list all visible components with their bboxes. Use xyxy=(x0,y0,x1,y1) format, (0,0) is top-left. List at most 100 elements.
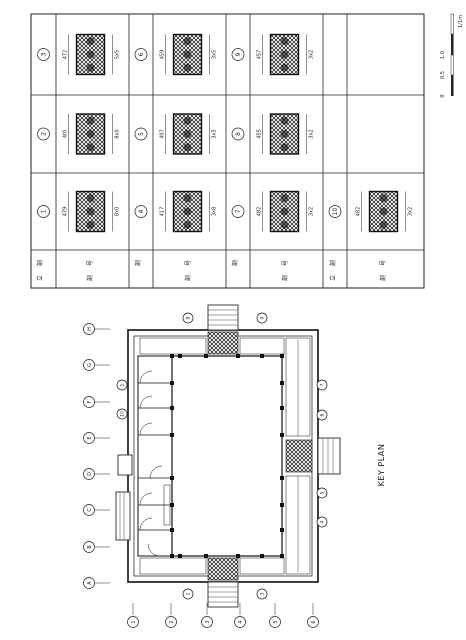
elevation-panel: 2 8x0 4t0 xyxy=(37,113,121,155)
grid-bubble xyxy=(269,616,281,628)
grid-label: B xyxy=(87,545,93,549)
carving-motif xyxy=(379,194,388,203)
column xyxy=(170,528,174,532)
svg-text:号: 号 xyxy=(380,260,387,266)
panel-number-bubble xyxy=(134,127,148,141)
header-label-a: 剖 xyxy=(36,260,44,266)
column xyxy=(170,381,174,385)
dimension-width: 3x2 xyxy=(309,207,315,216)
dimension-height: 4t0 xyxy=(63,130,69,138)
grid-label: 2 xyxy=(169,620,175,623)
plan-tag-bubble xyxy=(116,379,128,391)
carving-motif xyxy=(183,63,192,72)
column xyxy=(170,433,174,437)
header-label-c: 立 xyxy=(36,275,44,281)
carving-motif xyxy=(280,50,289,59)
carving-motif xyxy=(280,63,289,72)
grid-label: C xyxy=(87,508,93,512)
column xyxy=(260,554,264,558)
carving-motif xyxy=(86,207,95,216)
column xyxy=(280,528,284,532)
grid-bubble xyxy=(83,577,95,589)
column xyxy=(280,354,284,358)
grid-label: A xyxy=(87,581,93,585)
grid-bubble xyxy=(83,432,95,444)
column xyxy=(280,406,284,410)
panel-number-bubble xyxy=(231,48,245,61)
dimension-width: 8x0 xyxy=(115,129,121,138)
panel-number-bubble xyxy=(134,48,148,61)
dimension-height: 482 xyxy=(257,207,263,217)
svg-text:剖: 剖 xyxy=(184,275,192,281)
carving-motif xyxy=(86,220,95,229)
carving-motif xyxy=(86,37,95,46)
column xyxy=(170,503,174,507)
panel-number-bubble xyxy=(231,205,245,218)
svg-text:剖: 剖 xyxy=(281,275,289,281)
column xyxy=(280,433,284,437)
dimension-width: 8x0 xyxy=(115,207,121,216)
dimension-width: 3x2 xyxy=(309,50,315,59)
dimension-height: 472 xyxy=(63,50,69,60)
carving-motif xyxy=(280,116,289,125)
column xyxy=(170,554,174,558)
grid-label: 3 xyxy=(205,620,211,623)
plan-tag-bubble xyxy=(256,588,268,600)
grid-label: 4 xyxy=(238,620,244,623)
panel-number: 1 xyxy=(41,209,48,213)
panel-number: 2 xyxy=(41,132,48,136)
grid-bubble xyxy=(83,359,95,371)
header-label-b: 号 xyxy=(87,260,94,266)
grid-label: D xyxy=(87,472,93,476)
plan-tag-bubble xyxy=(182,312,194,324)
dimension-width: 3x5 xyxy=(212,129,218,138)
column xyxy=(204,554,208,558)
carving-motif xyxy=(379,207,388,216)
grid-bubble xyxy=(165,616,177,628)
carving-motif xyxy=(183,220,192,229)
scale-tick-0: 0 xyxy=(440,94,446,97)
grid-bubble xyxy=(83,504,95,516)
carving-motif xyxy=(86,63,95,72)
dimension-height: 455 xyxy=(257,129,263,139)
column xyxy=(280,381,284,385)
panel-number-bubble xyxy=(37,48,50,61)
dimension-width: 3x2 xyxy=(309,129,315,138)
scale-tick-2: 1.0 xyxy=(440,51,446,59)
dimension-width: 3x5 xyxy=(212,50,218,59)
svg-text:剖: 剖 xyxy=(231,260,239,266)
panel-number-bubble xyxy=(37,205,50,218)
plan-tag: 9 xyxy=(260,316,266,319)
plan-tag-bubble xyxy=(116,408,128,420)
grid-label: H xyxy=(87,327,93,331)
dimension-width: 5x5 xyxy=(115,50,121,59)
plan-tag: 1 xyxy=(120,383,126,386)
carving-motif xyxy=(379,220,388,229)
column xyxy=(170,476,174,480)
plan-tag-bubble xyxy=(316,409,328,421)
panel-number-bubble xyxy=(328,205,342,218)
column xyxy=(178,354,182,358)
column xyxy=(170,406,174,410)
carving-motif xyxy=(280,207,289,216)
grid-label: E xyxy=(87,436,93,439)
carving-motif xyxy=(86,143,95,152)
elevation-panel: 1 8x0 479 xyxy=(37,190,121,233)
carving-motif xyxy=(183,50,192,59)
dimension-width: 3x2 xyxy=(408,207,414,216)
carving-motif xyxy=(183,37,192,46)
dimension-height: 482 xyxy=(356,207,362,217)
grid-bubble xyxy=(83,541,95,553)
carving-motif xyxy=(86,130,95,138)
column xyxy=(280,503,284,507)
panel-number: 9 xyxy=(235,52,242,56)
column xyxy=(280,476,284,480)
dimension-height: 479 xyxy=(63,207,69,217)
